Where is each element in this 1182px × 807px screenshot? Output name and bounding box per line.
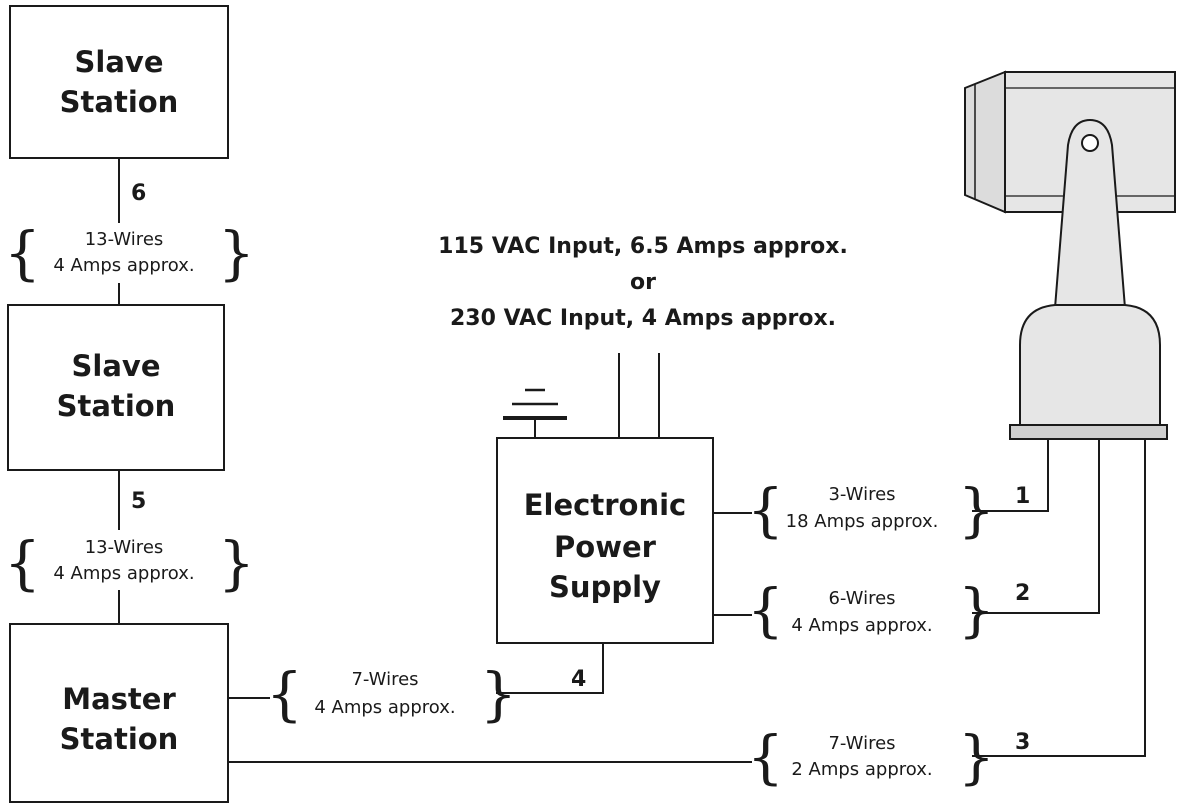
input-line2: or <box>630 270 656 295</box>
connection-1-amps: 18 Amps approx. <box>786 511 939 532</box>
brace-right-icon: } <box>958 476 995 544</box>
connection-3-wires: 7-Wires <box>828 733 895 754</box>
brace-right-icon: } <box>480 660 517 728</box>
power-supply-line3: Supply <box>549 570 661 604</box>
input-line1: 115 VAC Input, 6.5 Amps approx. <box>438 234 848 259</box>
slave-station-top-box: Slave Station <box>9 5 229 159</box>
connection-4-wires: 7-Wires <box>351 669 418 690</box>
connection-2-amps: 4 Amps approx. <box>791 615 932 636</box>
connection-6-number: 6 <box>131 181 146 206</box>
master-station-line1: Master <box>62 682 176 716</box>
master-station-box: Master Station <box>9 623 229 803</box>
brace-right-icon: } <box>218 529 255 597</box>
brace-left-icon: { <box>747 723 784 791</box>
slave-station-top-line2: Station <box>60 85 179 119</box>
wire-3-right <box>972 439 1146 757</box>
connection-6-amps: 4 Amps approx. <box>53 255 194 276</box>
wire-1-right <box>972 439 1049 512</box>
connection-4-amps: 4 Amps approx. <box>314 697 455 718</box>
input-line3: 230 VAC Input, 4 Amps approx. <box>450 306 836 331</box>
connection-2-wires: 6-Wires <box>828 588 895 609</box>
connection-5-amps: 4 Amps approx. <box>53 563 194 584</box>
slave-station-top-line1: Slave <box>75 45 164 79</box>
connection-2-number: 2 <box>1015 581 1030 606</box>
input-power-label: 115 VAC Input, 6.5 Amps approx. or 230 V… <box>438 234 848 331</box>
brace-left-icon: { <box>266 660 303 728</box>
ground-symbol-icon <box>503 388 567 438</box>
brace-left-icon: { <box>4 219 41 287</box>
slave-station-mid-line2: Station <box>57 389 176 423</box>
wire-2-right <box>972 439 1100 614</box>
slave-station-mid-box: Slave Station <box>7 304 225 471</box>
power-supply-box: Electronic Power Supply <box>496 437 714 644</box>
connection-6-wires: 13-Wires <box>85 229 164 250</box>
brace-left-icon: { <box>747 476 784 544</box>
wire-4-right <box>496 643 604 694</box>
searchlight-icon <box>964 70 1176 440</box>
connection-3-number: 3 <box>1015 730 1030 755</box>
power-supply-line1: Electronic <box>524 488 686 522</box>
brace-left-icon: { <box>747 576 784 644</box>
brace-right-icon: } <box>958 723 995 791</box>
slave-station-mid-line1: Slave <box>72 349 161 383</box>
connection-5-wires: 13-Wires <box>85 537 164 558</box>
connection-1-number: 1 <box>1015 484 1030 509</box>
brace-right-icon: } <box>218 219 255 287</box>
connection-1-wires: 3-Wires <box>828 484 895 505</box>
connection-3-amps: 2 Amps approx. <box>791 759 932 780</box>
connection-4-number: 4 <box>571 667 586 692</box>
connection-5-number: 5 <box>131 489 146 514</box>
brace-right-icon: } <box>958 576 995 644</box>
master-station-line2: Station <box>60 722 179 756</box>
brace-left-icon: { <box>4 529 41 597</box>
power-supply-line2: Power <box>554 530 657 564</box>
